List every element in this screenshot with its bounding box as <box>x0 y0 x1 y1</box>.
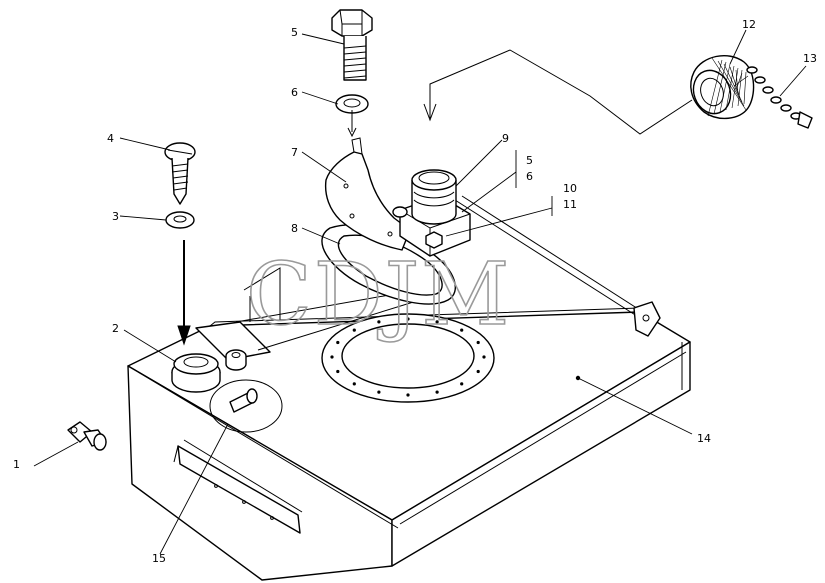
sender-rod <box>454 195 661 337</box>
flange-bolt-hole <box>435 320 439 324</box>
knurl-line <box>733 75 749 87</box>
tank-top-strap <box>195 267 421 361</box>
flange-bolt-hole <box>352 382 356 386</box>
union-fitting <box>67 421 107 451</box>
flange-bolt-hole <box>406 393 410 397</box>
callout-4: 4 <box>107 132 114 145</box>
assembly-arrow <box>423 49 693 135</box>
watermark: CDJM <box>246 245 511 345</box>
flange-bolt-hole <box>476 369 480 374</box>
retaining-chain <box>746 66 813 129</box>
flange-bolt-hole <box>352 328 356 332</box>
sender-housing <box>392 169 471 257</box>
flange-bolt-hole <box>435 390 439 394</box>
callout-6-sender: 6 <box>526 170 533 183</box>
flange-bolt-hole <box>482 355 486 359</box>
callout-14: 14 <box>697 432 711 445</box>
fuel-tank <box>127 307 691 581</box>
callout-11: 11 <box>563 198 577 211</box>
knurl-line <box>725 65 735 111</box>
flange-bolt-hole <box>476 340 480 345</box>
callout-8: 8 <box>291 222 298 235</box>
callout-1: 1 <box>13 458 20 471</box>
knurl-line <box>737 69 743 107</box>
flange-bolt-hole <box>377 390 381 394</box>
spring-washer <box>335 94 369 138</box>
flange-bolt-hole <box>406 317 410 321</box>
flange-bolt-hole <box>336 369 340 374</box>
knurl-line <box>731 67 739 109</box>
callout-7: 7 <box>291 146 298 159</box>
screw <box>164 142 196 205</box>
callout-6: 6 <box>291 86 298 99</box>
callout-13: 13 <box>803 52 817 65</box>
flange-bolt-hole <box>460 382 464 386</box>
flange-bolt-hole <box>330 355 334 359</box>
knurl-line <box>711 57 747 111</box>
sender-flange-ring <box>321 313 495 403</box>
filler-cap <box>690 55 755 119</box>
knurl-line <box>729 66 741 99</box>
callout-12: 12 <box>742 18 756 31</box>
hex-bolt <box>331 9 373 81</box>
knurl-line <box>719 63 731 113</box>
vent-valve <box>209 379 283 433</box>
filler-neck <box>171 349 247 393</box>
callout-15: 15 <box>152 552 166 565</box>
leader-lines <box>33 29 807 555</box>
knurl-line <box>735 72 743 91</box>
callout-9: 9 <box>502 132 509 145</box>
lock-washer <box>165 211 195 346</box>
knurl-line <box>735 69 739 95</box>
callout-2: 2 <box>112 322 119 335</box>
flange-bolt-hole <box>336 340 340 345</box>
callout-5-sender: 5 <box>526 154 533 167</box>
knurl-line <box>713 61 727 115</box>
callout-10: 10 <box>563 182 577 195</box>
flange-bolt-hole <box>460 328 464 332</box>
callout-3: 3 <box>112 210 119 223</box>
callout-5: 5 <box>291 26 298 39</box>
callout-labels: 1 2 3 4 5 6 7 8 9 5 6 10 11 12 13 14 15 <box>13 18 817 565</box>
flange-bolt-hole <box>377 320 381 324</box>
